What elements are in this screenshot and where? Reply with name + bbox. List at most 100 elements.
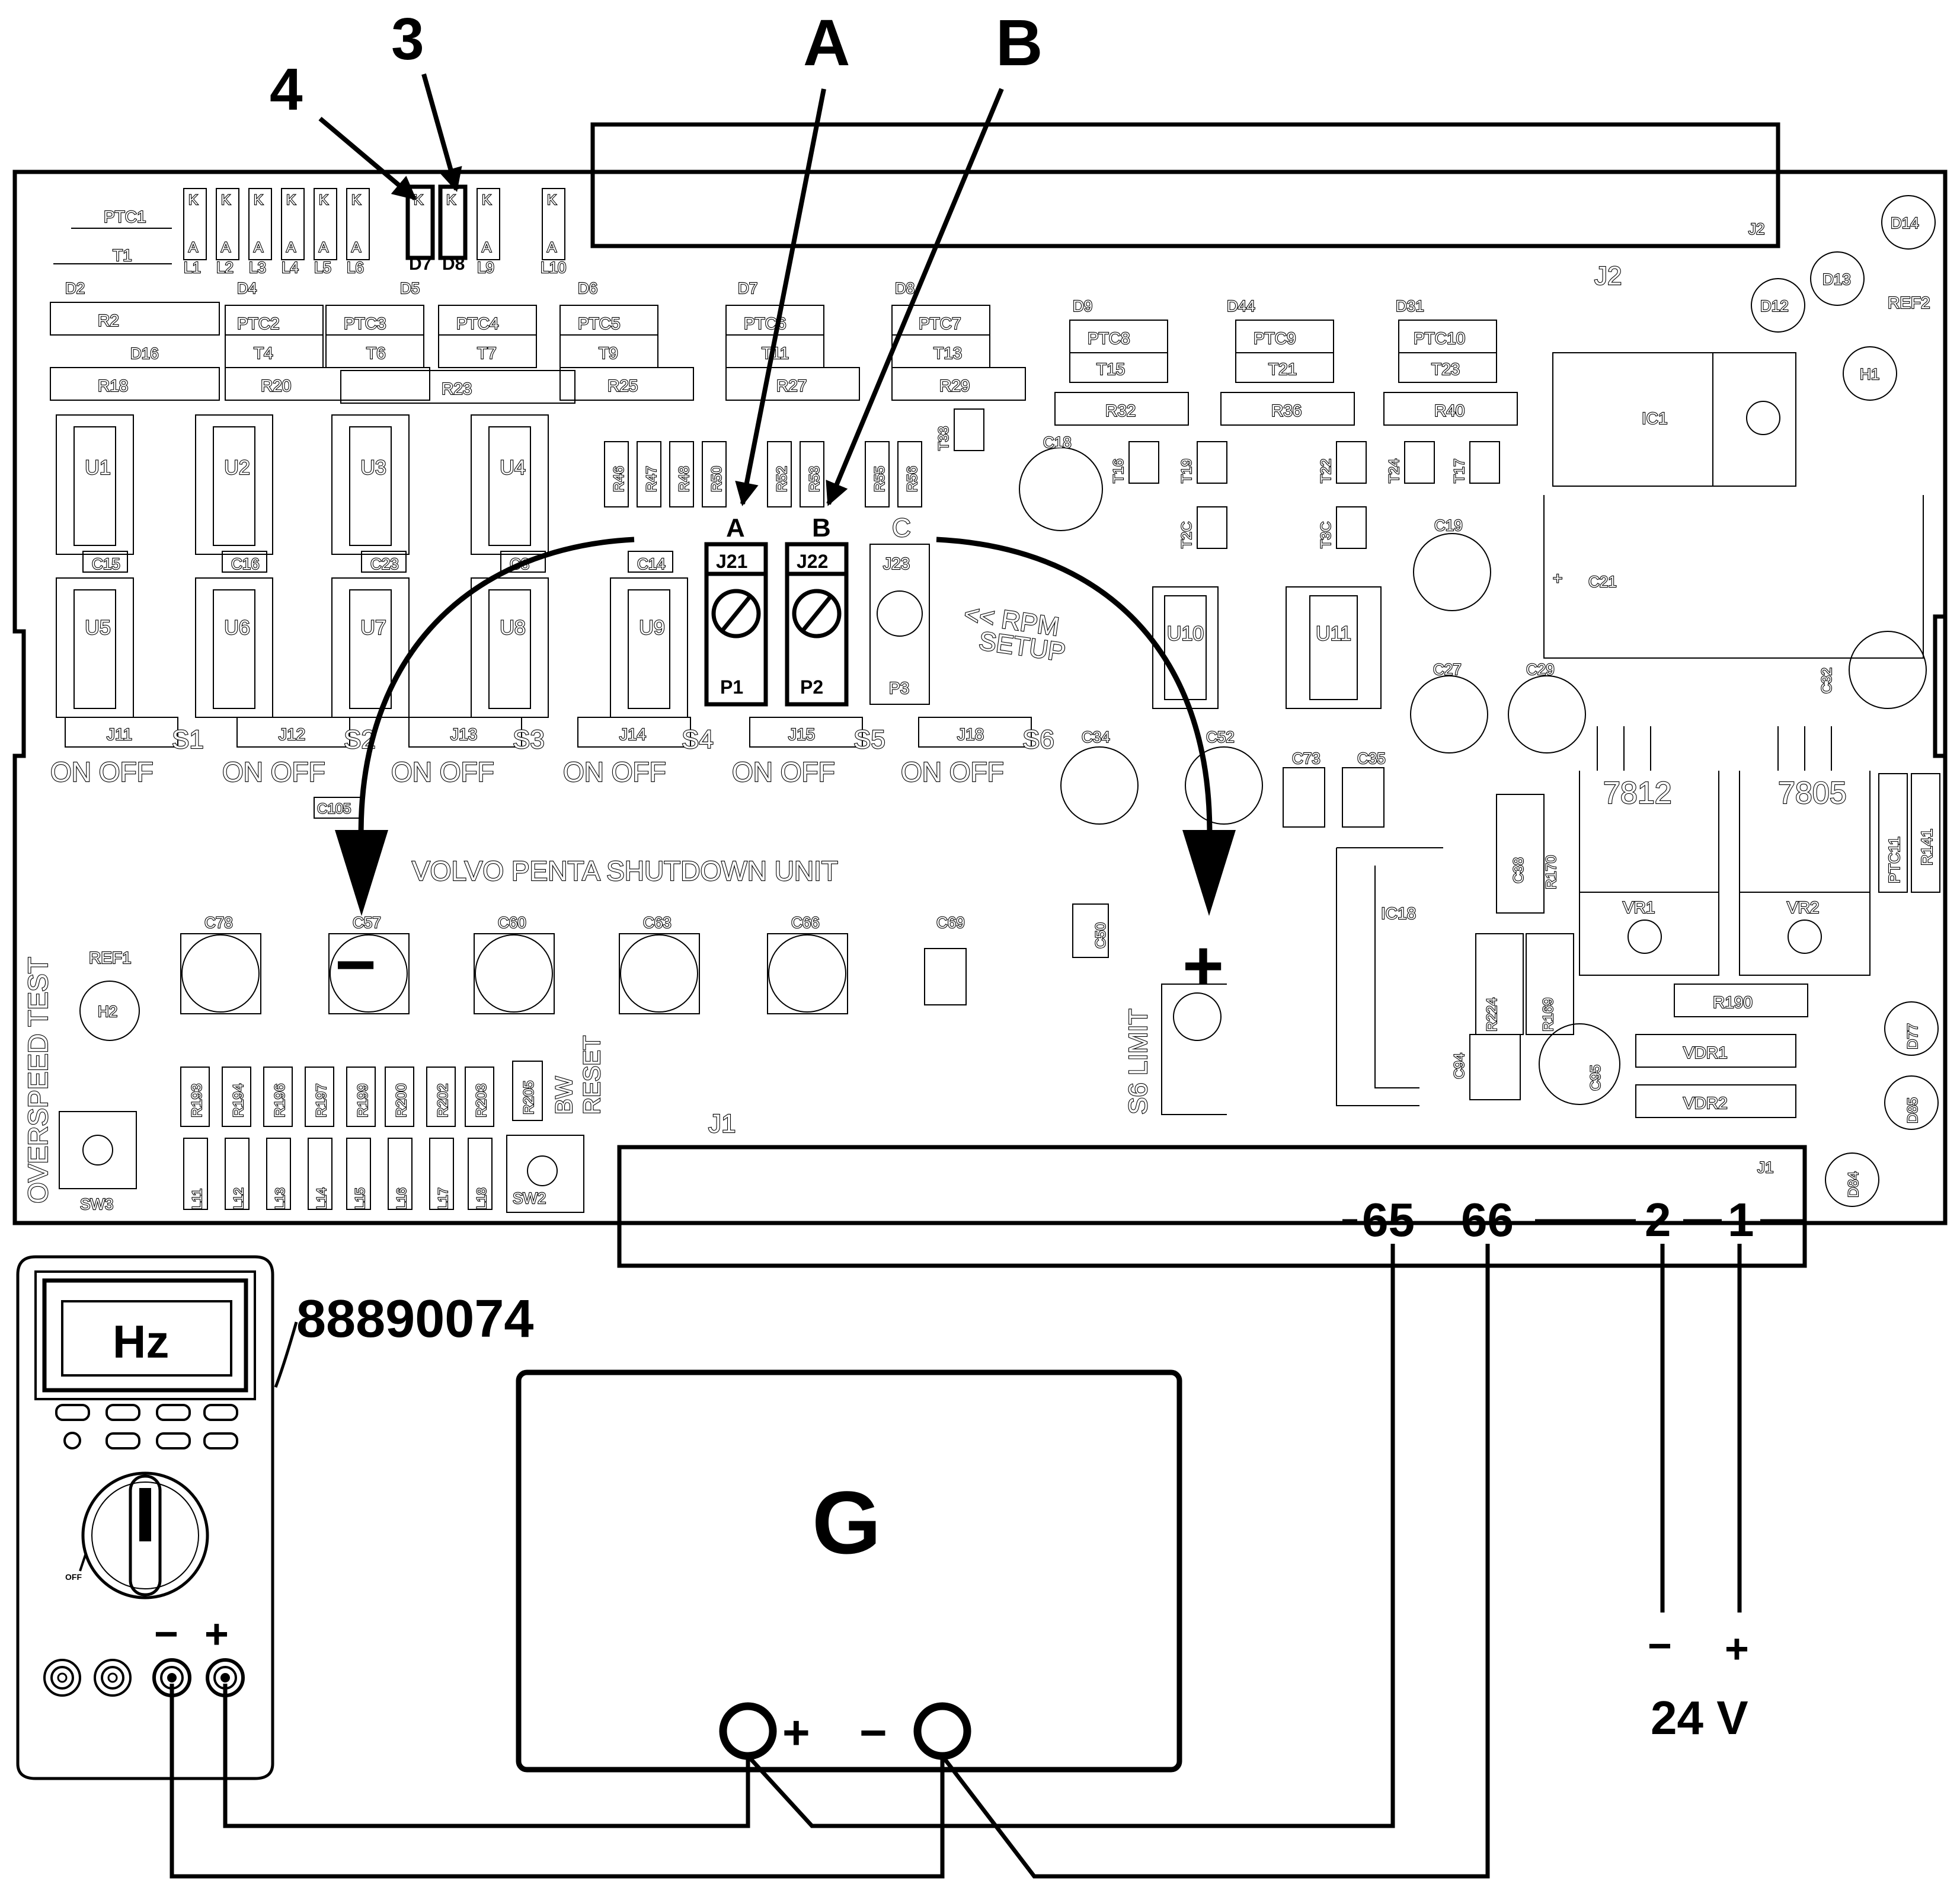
svg-text:R23: R23 bbox=[442, 379, 472, 398]
svg-text:R29: R29 bbox=[939, 376, 970, 395]
svg-text:T33: T33 bbox=[936, 426, 952, 451]
svg-text:R224: R224 bbox=[1484, 998, 1500, 1032]
potentiometer-area: A B C J21 P1 J22 P2 J23 P3 << RPM SETUP bbox=[704, 513, 1068, 707]
svg-text:D9: D9 bbox=[1073, 297, 1092, 315]
svg-text:PTC5: PTC5 bbox=[578, 314, 621, 333]
svg-text:SW3: SW3 bbox=[80, 1195, 113, 1213]
svg-text:REF1: REF1 bbox=[89, 949, 132, 967]
svg-text:C73: C73 bbox=[1292, 749, 1320, 767]
svg-text:T23: T23 bbox=[1431, 360, 1460, 378]
svg-text:L17: L17 bbox=[436, 1187, 450, 1209]
connector-j2-small-label: J2 bbox=[1748, 220, 1764, 238]
generator-minus-label: − bbox=[859, 1706, 887, 1759]
svg-text:D5: D5 bbox=[400, 279, 420, 297]
svg-text:ON OFF: ON OFF bbox=[391, 756, 494, 787]
wire-gen-minus-to-66 bbox=[941, 1244, 1490, 1879]
connector-j2-label: J2 bbox=[1594, 261, 1622, 290]
svg-text:D31: D31 bbox=[1396, 297, 1424, 315]
generator-plus-label: + bbox=[782, 1706, 810, 1759]
svg-text:D85: D85 bbox=[1905, 1097, 1921, 1123]
svg-text:R46: R46 bbox=[611, 466, 627, 492]
terminal-65: 65 bbox=[1362, 1193, 1415, 1246]
svg-text:C19: C19 bbox=[1434, 516, 1463, 534]
svg-text:REF2: REF2 bbox=[1888, 293, 1930, 312]
svg-text:K: K bbox=[351, 192, 361, 208]
ic1-area: IC1 D12 D13 D14 REF2 H1 C21 + C32 bbox=[1543, 195, 1936, 709]
svg-text:U11: U11 bbox=[1316, 622, 1351, 645]
svg-text:R48: R48 bbox=[676, 466, 692, 492]
svg-text:R141: R141 bbox=[1918, 829, 1936, 866]
terminal-1: 1 bbox=[1728, 1193, 1754, 1246]
led-d7-highlighted: KD7 bbox=[405, 184, 435, 274]
bw-reset-label: BW bbox=[551, 1076, 577, 1115]
svg-text:7812: 7812 bbox=[1603, 776, 1672, 810]
svg-text:T17: T17 bbox=[1451, 459, 1467, 483]
svg-text:J15: J15 bbox=[788, 725, 815, 743]
svg-text:SW2: SW2 bbox=[513, 1189, 546, 1207]
svg-text:R200: R200 bbox=[394, 1084, 410, 1117]
multimeter-minus-label: − bbox=[154, 1611, 178, 1657]
svg-text:D7: D7 bbox=[409, 254, 431, 274]
callout-A: A bbox=[803, 7, 850, 79]
svg-text:C50: C50 bbox=[1093, 922, 1109, 949]
svg-text:C52: C52 bbox=[1206, 728, 1235, 746]
terminal-66: 66 bbox=[1461, 1193, 1514, 1246]
svg-text:PTC2: PTC2 bbox=[237, 314, 280, 333]
svg-text:U4: U4 bbox=[500, 456, 525, 479]
svg-text:U1: U1 bbox=[85, 456, 110, 479]
multimeter-off-label: OFF bbox=[65, 1572, 82, 1582]
svg-text:K: K bbox=[221, 192, 231, 208]
svg-text:S1: S1 bbox=[172, 725, 204, 754]
svg-text:T21: T21 bbox=[1268, 360, 1297, 378]
svg-text:L15: L15 bbox=[353, 1187, 367, 1209]
svg-text:A: A bbox=[221, 240, 231, 256]
svg-text:R2: R2 bbox=[98, 311, 119, 330]
svg-text:C14: C14 bbox=[637, 555, 666, 573]
board-title: VOLVO PENTA SHUTDOWN UNIT bbox=[412, 855, 838, 886]
svg-text:C57: C57 bbox=[353, 914, 381, 931]
svg-text:R196: R196 bbox=[272, 1084, 288, 1117]
svg-text:D4: D4 bbox=[237, 279, 257, 297]
svg-text:C32: C32 bbox=[1819, 668, 1835, 694]
svg-text:PTC11: PTC11 bbox=[1885, 836, 1903, 883]
svg-text:C94: C94 bbox=[1451, 1053, 1467, 1079]
svg-text:A: A bbox=[286, 240, 296, 256]
svg-text:L3: L3 bbox=[249, 258, 266, 276]
svg-text:C21: C21 bbox=[1588, 573, 1617, 590]
svg-text:R52: R52 bbox=[774, 466, 790, 492]
svg-text:D2: D2 bbox=[65, 279, 85, 297]
svg-text:ON OFF: ON OFF bbox=[732, 756, 835, 787]
svg-text:U7: U7 bbox=[360, 617, 386, 639]
svg-text:H2: H2 bbox=[98, 1002, 117, 1020]
generator-label: G bbox=[812, 1473, 881, 1572]
svg-text:J22: J22 bbox=[797, 551, 828, 572]
svg-text:ON OFF: ON OFF bbox=[901, 756, 1004, 787]
svg-text:C29: C29 bbox=[1526, 660, 1555, 678]
svg-text:C69: C69 bbox=[936, 914, 965, 931]
svg-text:K: K bbox=[319, 192, 328, 208]
svg-text:D14: D14 bbox=[1891, 214, 1919, 232]
arrow-to-minus bbox=[358, 537, 635, 854]
svg-text:R199: R199 bbox=[355, 1084, 371, 1117]
pot-a-label: A bbox=[726, 513, 745, 542]
supply-voltage: 24 V bbox=[1651, 1691, 1748, 1744]
svg-text:VR1: VR1 bbox=[1623, 898, 1655, 917]
svg-text:C34: C34 bbox=[1082, 728, 1110, 746]
left-edge-components: REF1 H2 OVERSPEED TEST SW3 bbox=[22, 948, 140, 1214]
connector-j1 bbox=[617, 1145, 1807, 1268]
svg-text:J13: J13 bbox=[450, 725, 477, 743]
svg-text:R170: R170 bbox=[1543, 855, 1559, 889]
svg-text:J21: J21 bbox=[716, 551, 747, 572]
svg-text:C66: C66 bbox=[791, 914, 820, 931]
svg-text:S5: S5 bbox=[853, 725, 885, 754]
svg-text:T6: T6 bbox=[366, 344, 386, 362]
svg-text:T3C: T3C bbox=[1318, 522, 1334, 548]
svg-text:L10: L10 bbox=[541, 258, 566, 276]
s6-limit-label: S6 LIMIT bbox=[1124, 1009, 1153, 1115]
svg-text:J18: J18 bbox=[957, 725, 984, 743]
callout-B: B bbox=[996, 7, 1043, 79]
supply-plus: + bbox=[1725, 1626, 1749, 1672]
